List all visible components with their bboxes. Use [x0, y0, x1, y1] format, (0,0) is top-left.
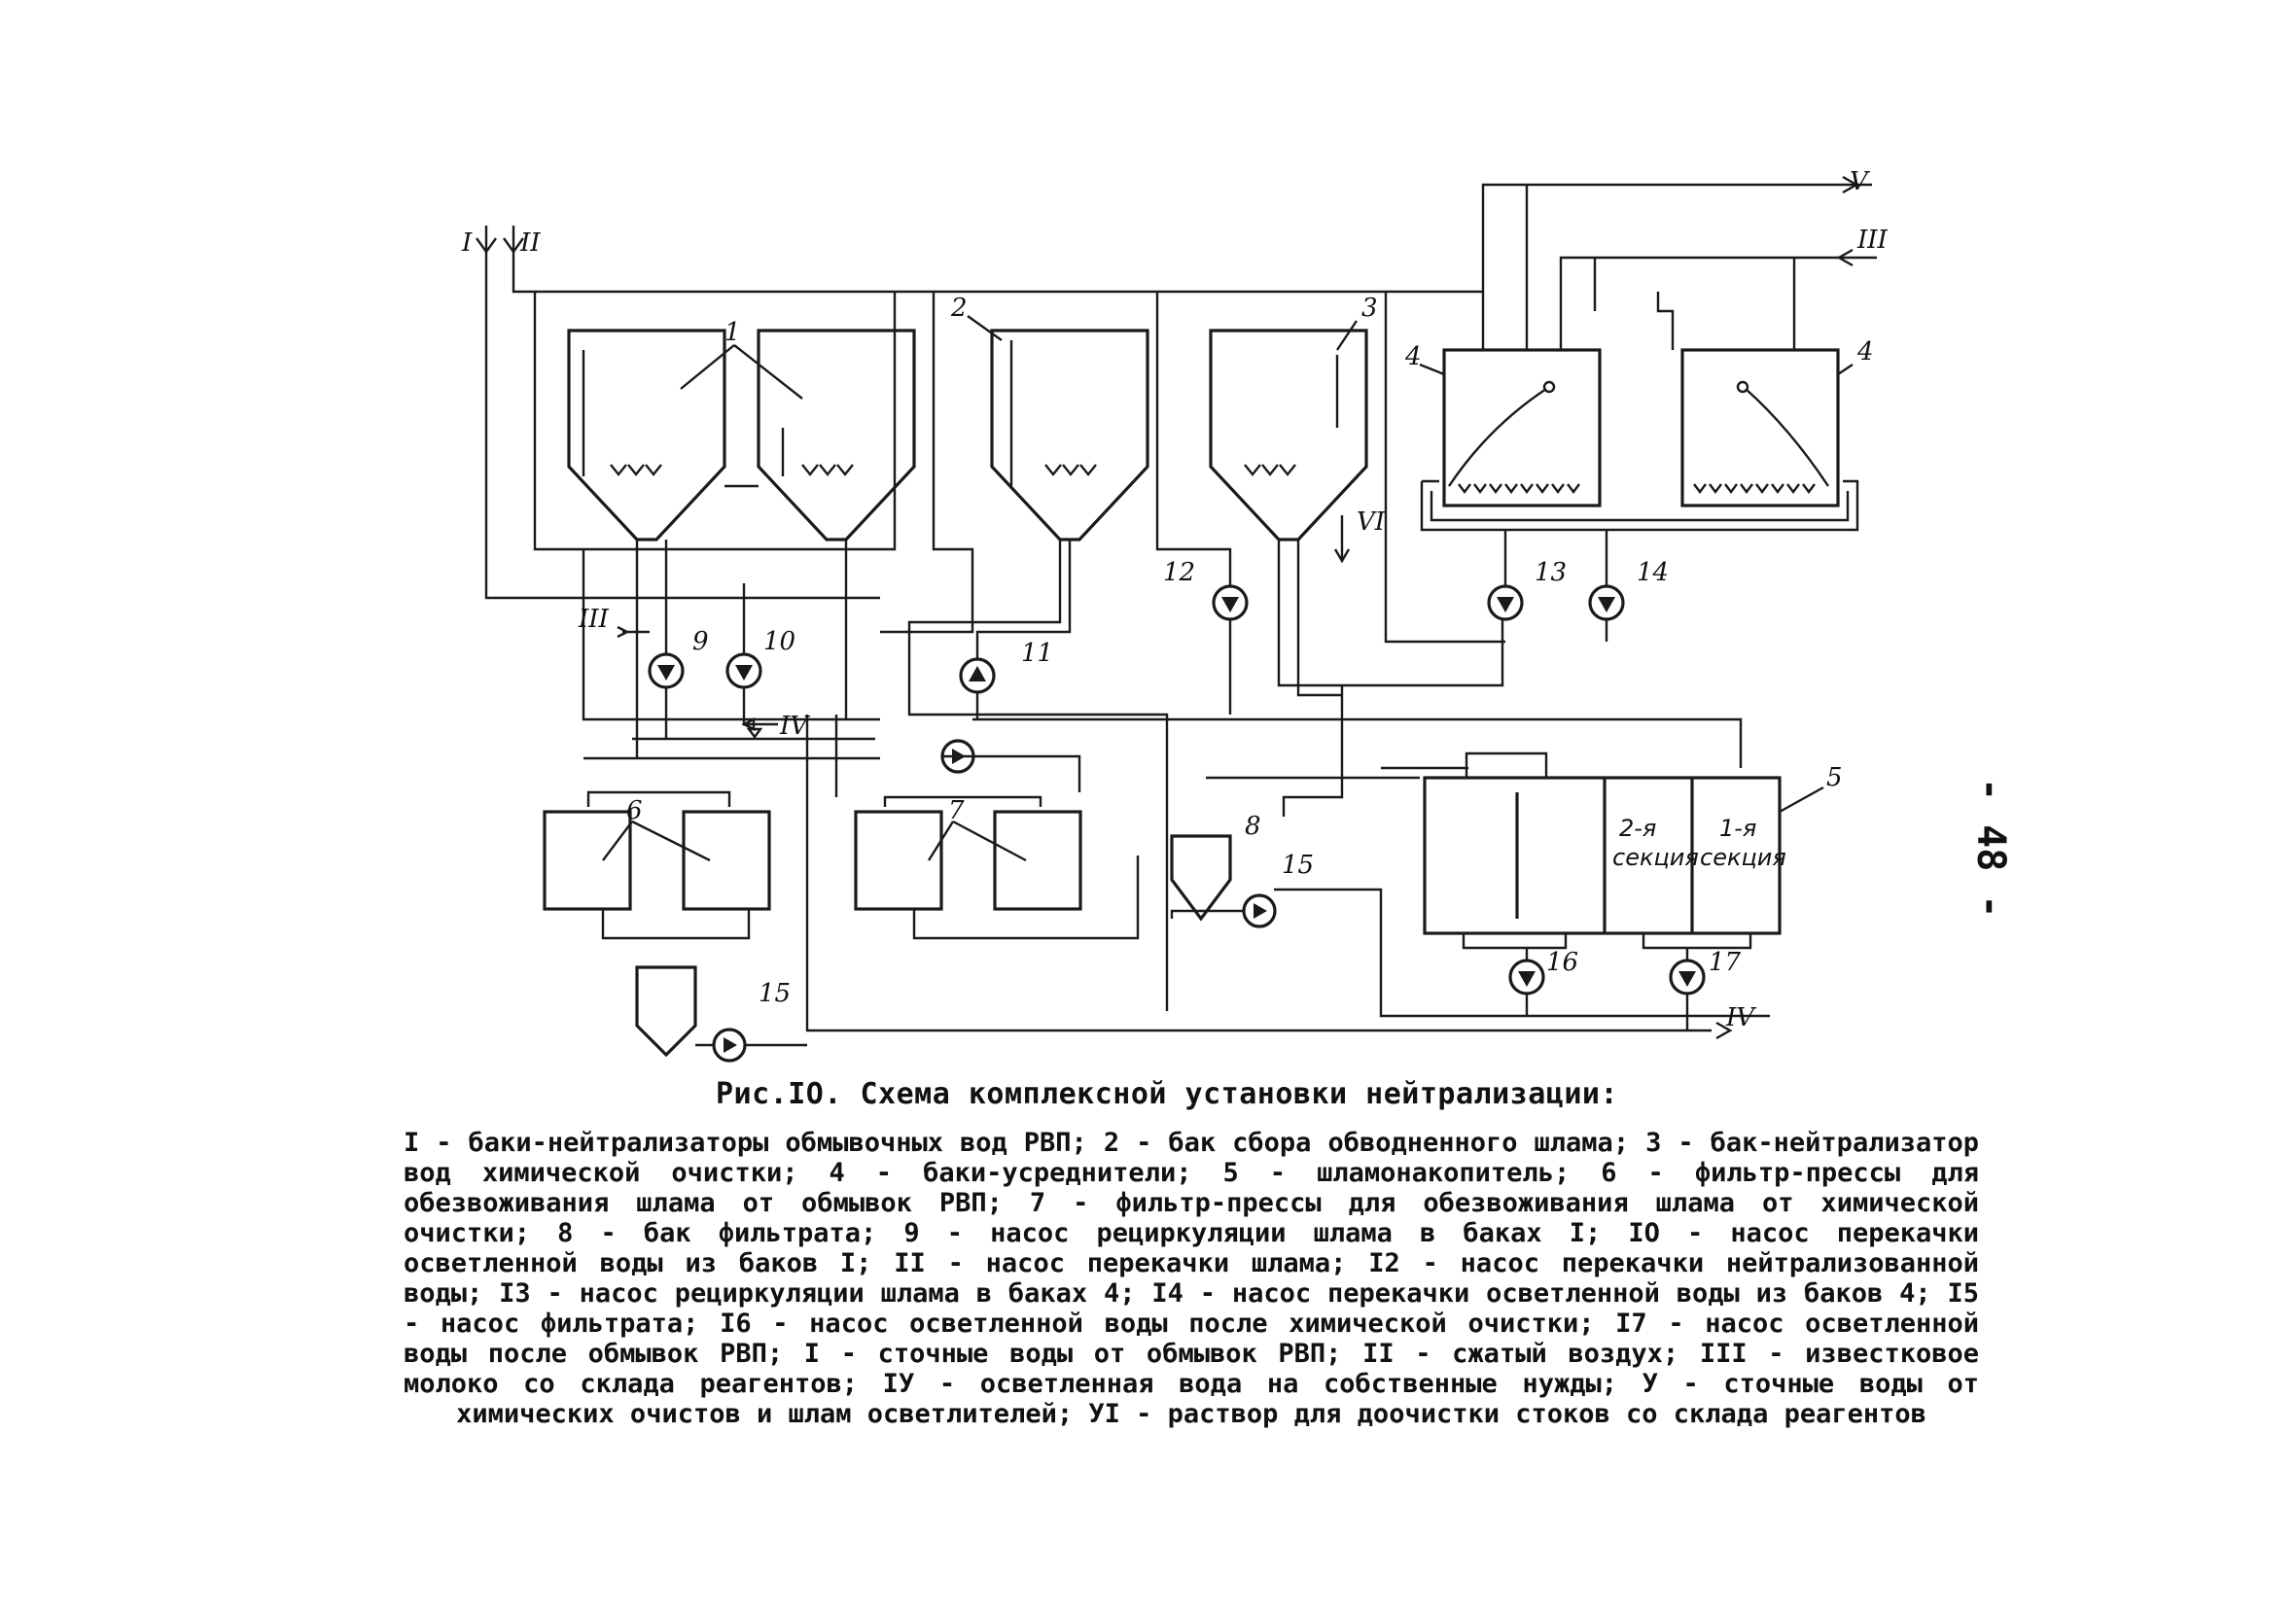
- label-1: 1: [724, 318, 741, 347]
- label-10: 10: [763, 627, 795, 656]
- tank-3: [1209, 329, 1368, 541]
- figure-legend: I - баки-нейтрализаторы обмывочных вод Р…: [404, 1128, 1979, 1429]
- stream-IV-bottom-label: IV: [1725, 1003, 1756, 1032]
- tanks-4-air-loop: [1420, 479, 1859, 532]
- label-5: 5: [1826, 763, 1843, 792]
- label-2: 2: [950, 294, 968, 323]
- stream-IV-mid-label: IV: [779, 712, 810, 741]
- leader-2: [967, 315, 1003, 341]
- tank-2: [990, 329, 1149, 541]
- pump-12: [1212, 584, 1249, 621]
- filter-press-6: [543, 790, 771, 1058]
- figure-caption: Рис.IO. Схема комплексной установки нейт…: [715, 1077, 1619, 1111]
- leader-1: [680, 344, 803, 400]
- tank-4-left: [1442, 348, 1602, 507]
- label-11: 11: [1021, 639, 1053, 668]
- pump-13: [1487, 584, 1524, 621]
- label-15-right: 15: [1282, 851, 1314, 880]
- label-9: 9: [692, 627, 709, 656]
- label-12: 12: [1163, 558, 1195, 587]
- filter-press-7: [854, 795, 1140, 940]
- stream-V-label: V: [1850, 167, 1870, 196]
- pump-10: [725, 652, 762, 689]
- section-2-line2: секция: [1612, 844, 1699, 871]
- leader-4a: [1419, 363, 1445, 376]
- pump-16: [1508, 959, 1545, 996]
- tank-4-right: [1680, 348, 1840, 507]
- label-7: 7: [948, 796, 965, 825]
- pump-14: [1588, 584, 1625, 621]
- piping-network: [476, 175, 1877, 1047]
- section-2-line1: 2-я: [1619, 815, 1656, 842]
- leader-3: [1336, 320, 1358, 351]
- label-16: 16: [1546, 948, 1578, 977]
- label-6: 6: [626, 796, 643, 825]
- pump-11: [959, 657, 996, 694]
- pump-9: [648, 652, 685, 689]
- tank-1-right: [757, 329, 916, 541]
- stream-III-left-label: III: [578, 605, 610, 634]
- stream-I-label: I: [461, 228, 473, 258]
- stream-III-right-label: III: [1856, 226, 1889, 255]
- leader-4b: [1837, 364, 1854, 375]
- stream-II-label: II: [519, 228, 541, 258]
- page-number: - 48 -: [1968, 778, 2013, 919]
- label-14: 14: [1637, 558, 1669, 587]
- pump-15-left: [712, 1028, 747, 1063]
- label-17: 17: [1709, 948, 1742, 977]
- pump-15-right: [1242, 893, 1277, 928]
- pump-17: [1669, 959, 1706, 996]
- section-1-line2: секция: [1700, 844, 1786, 871]
- leader-5: [1779, 786, 1824, 814]
- stream-VI-label: VI: [1357, 507, 1386, 537]
- label-15-left: 15: [759, 979, 791, 1008]
- label-4a: 4: [1404, 342, 1422, 371]
- section-1-line1: 1-я: [1719, 815, 1756, 842]
- filtrate-tank-8: [1170, 834, 1232, 922]
- leader-7: [927, 820, 1027, 862]
- label-4b: 4: [1856, 337, 1874, 367]
- label-8: 8: [1245, 812, 1261, 841]
- tank-1-left: [567, 329, 726, 541]
- sludge-accumulator-5: [1423, 751, 1782, 950]
- label-3: 3: [1361, 294, 1378, 323]
- label-13: 13: [1535, 558, 1567, 587]
- leader-6: [602, 820, 711, 862]
